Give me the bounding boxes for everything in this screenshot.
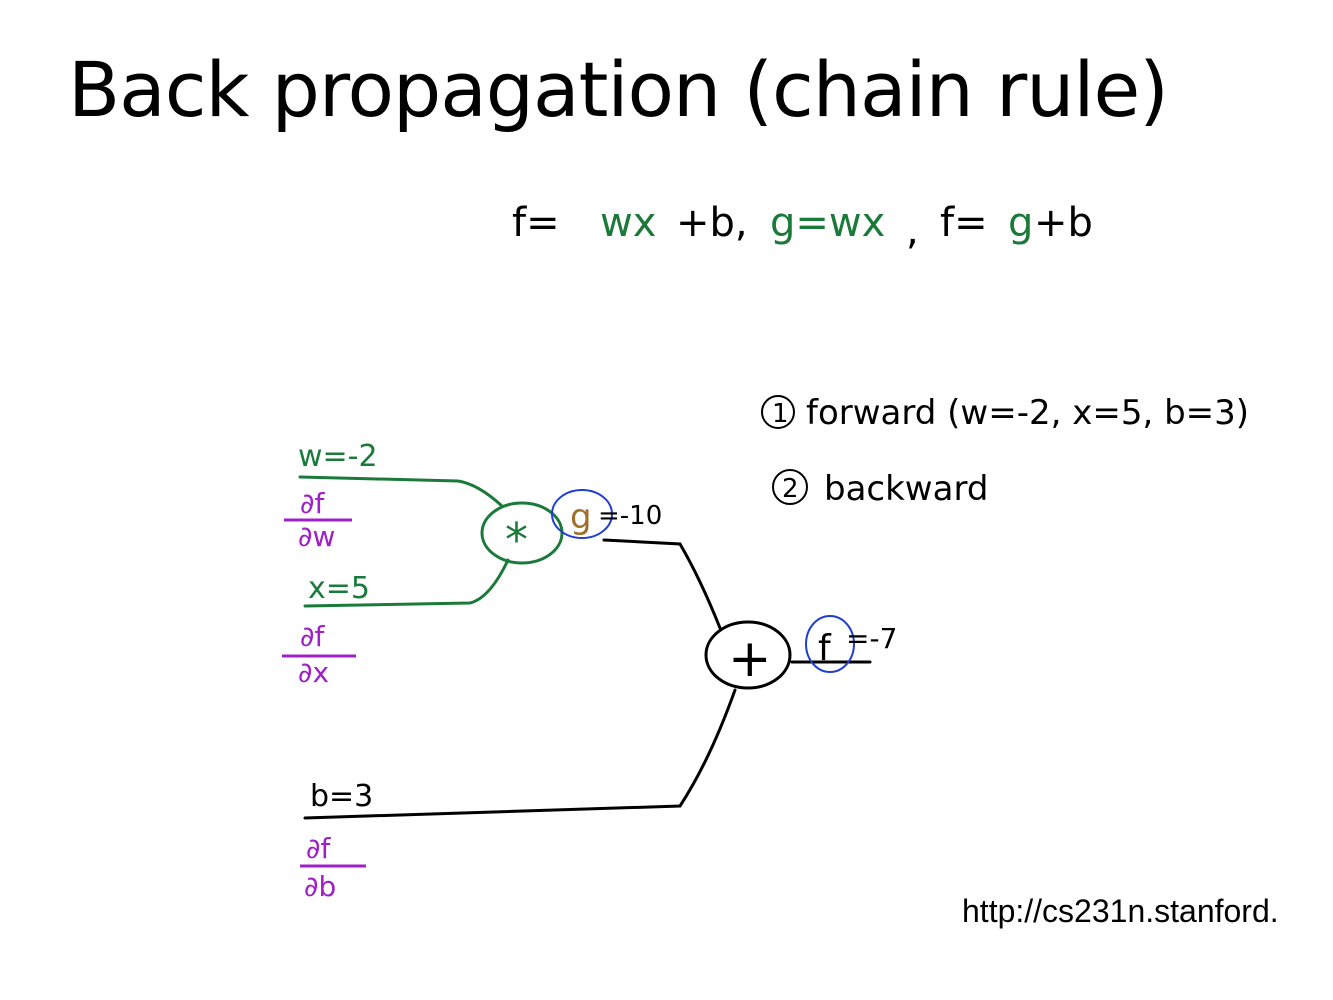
edge-w-to-mul xyxy=(298,475,504,508)
edge-g-to-add xyxy=(602,538,722,630)
steps: 1 forward (w=-2, x=5, b=3) 2 backward xyxy=(761,393,1249,509)
g-output-label: g =-10 xyxy=(551,489,662,539)
df-dx-numerator: ∂f xyxy=(300,620,325,653)
equation-f-eq: f= xyxy=(512,200,560,246)
step1-label: forward (w=-2, x=5, b=3) xyxy=(806,393,1249,433)
df-dw-denominator: ∂w xyxy=(298,520,335,553)
edge-b-to-add xyxy=(303,688,737,820)
w-label: w=-2 xyxy=(298,439,378,474)
step2-number: 2 xyxy=(782,474,799,504)
step2-label: backward xyxy=(824,469,988,509)
x-label: x=5 xyxy=(308,571,370,606)
df-dw-numerator: ∂f xyxy=(300,487,325,520)
gradient-df-db: ∂f ∂b xyxy=(300,832,366,903)
g-name: g xyxy=(570,497,592,537)
df-db-numerator: ∂f xyxy=(306,832,331,865)
f-name: f xyxy=(818,628,832,669)
equation-plus-b-2: +b xyxy=(1034,200,1093,246)
multiply-node: * xyxy=(480,501,564,567)
add-node: + xyxy=(704,620,792,690)
step2-circle xyxy=(772,469,808,505)
g-highlight-circle xyxy=(551,489,613,539)
equation-wx: wx xyxy=(600,200,656,246)
equation-g-eq-wx: g=wx xyxy=(770,200,885,246)
add-node-circle xyxy=(704,620,792,690)
f-output-label: f =-7 xyxy=(805,615,897,673)
equation: f= wx +b, g=wx , f= g +b xyxy=(512,200,1093,254)
multiply-symbol: * xyxy=(505,513,528,567)
gradient-df-dx: ∂f ∂x xyxy=(282,620,356,689)
slide-title: Back propagation (chain rule) xyxy=(68,45,1169,134)
input-labels: w=-2 x=5 b=3 xyxy=(298,439,378,814)
f-value: =-7 xyxy=(846,622,897,655)
gradient-df-dw: ∂f ∂w xyxy=(284,487,352,553)
edge-x-to-mul xyxy=(303,558,510,608)
f-highlight-circle xyxy=(805,615,855,673)
equation-plus-b: +b, xyxy=(676,200,748,246)
equation-g: g xyxy=(1008,200,1033,246)
df-dx-denominator: ∂x xyxy=(298,656,329,689)
source-url: http://cs231n.stanford. xyxy=(962,893,1279,929)
b-label: b=3 xyxy=(310,779,373,814)
g-value: =-10 xyxy=(598,501,662,531)
step1-circle xyxy=(761,395,795,429)
equation-comma: , xyxy=(906,208,919,254)
equation-f-eq-2: f= xyxy=(940,200,988,246)
df-db-denominator: ∂b xyxy=(304,870,336,903)
add-symbol: + xyxy=(728,629,772,689)
step1-number: 1 xyxy=(772,399,789,429)
